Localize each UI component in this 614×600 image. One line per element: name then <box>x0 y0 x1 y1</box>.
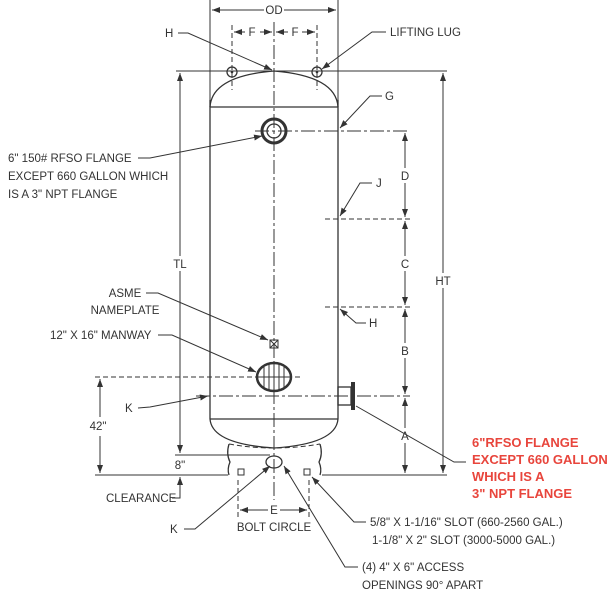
dim-8: 8" <box>175 460 185 472</box>
dim-h-side: H <box>369 318 377 330</box>
tank-shell <box>209 22 339 500</box>
dim-f-right: F <box>291 27 298 39</box>
top-flange-callout: 6" 150# RFSO FLANGE EXCEPT 660 GALLON WH… <box>8 134 263 201</box>
side-flange-callout: 6"RFSO FLANGE EXCEPT 660 GALLON WHICH IS… <box>355 405 608 501</box>
dim-tl: TL <box>173 259 187 271</box>
svg-text:6" 150# RFSO FLANGE: 6" 150# RFSO FLANGE <box>8 153 132 165</box>
dim-j: J <box>376 178 382 190</box>
dim-42: 42" <box>90 421 107 433</box>
nameplate-icon <box>269 339 279 349</box>
svg-text:5/8" X 1-1/16" SLOT (660-2560: 5/8" X 1-1/16" SLOT (660-2560 GAL.) <box>370 517 563 529</box>
access-callout: (4) 4" X 6" ACCESS OPENINGS 90° APART <box>283 465 483 592</box>
svg-text:NAMEPLATE: NAMEPLATE <box>91 305 160 317</box>
clearance-label: CLEARANCE <box>106 493 177 505</box>
dim-ht: HT <box>435 276 450 288</box>
dim-od: OD <box>265 5 282 17</box>
svg-text:WHICH IS A: WHICH IS A <box>472 469 545 484</box>
svg-text:3" NPT FLANGE: 3" NPT FLANGE <box>472 486 572 501</box>
dim-h-top: H <box>165 28 173 40</box>
slot-callout: 5/8" X 1-1/16" SLOT (660-2560 GAL.) 1-1/… <box>311 476 563 547</box>
dim-c: C <box>401 259 409 271</box>
manway-callout: 12" X 16" MANWAY <box>50 330 257 373</box>
svg-text:1-1/8" X 2" SLOT (3000-5000 GA: 1-1/8" X 2" SLOT (3000-5000 GAL.) <box>372 535 555 547</box>
nameplate-callout: ASME NAMEPLATE <box>91 288 269 341</box>
svg-text:12" X 16" MANWAY: 12" X 16" MANWAY <box>50 330 152 342</box>
svg-text:(4) 4" X 6" ACCESS: (4) 4" X 6" ACCESS <box>362 562 464 574</box>
bolt-circle-label: BOLT CIRCLE <box>237 522 312 534</box>
svg-text:IS A 3" NPT FLANGE: IS A 3" NPT FLANGE <box>8 189 118 201</box>
dim-g: G <box>385 91 394 103</box>
dim-e: E <box>270 505 278 517</box>
dim-k-left: K <box>125 403 133 415</box>
svg-text:ASME: ASME <box>109 288 142 300</box>
tank-skirt <box>227 443 322 476</box>
svg-text:6"RFSO FLANGE: 6"RFSO FLANGE <box>472 435 579 450</box>
svg-text:OPENINGS 90° APART: OPENINGS 90° APART <box>362 580 483 592</box>
dim-f-left: F <box>248 27 255 39</box>
dim-b: B <box>401 346 409 358</box>
dim-k-bottom: K <box>170 524 178 536</box>
dim-d: D <box>401 171 409 183</box>
dim-a: A <box>401 431 409 443</box>
svg-text:EXCEPT 660 GALLON WHICH: EXCEPT 660 GALLON WHICH <box>8 171 168 183</box>
lifting-lug-label: LIFTING LUG <box>390 27 461 39</box>
svg-text:EXCEPT 660 GALLON: EXCEPT 660 GALLON <box>472 452 608 467</box>
